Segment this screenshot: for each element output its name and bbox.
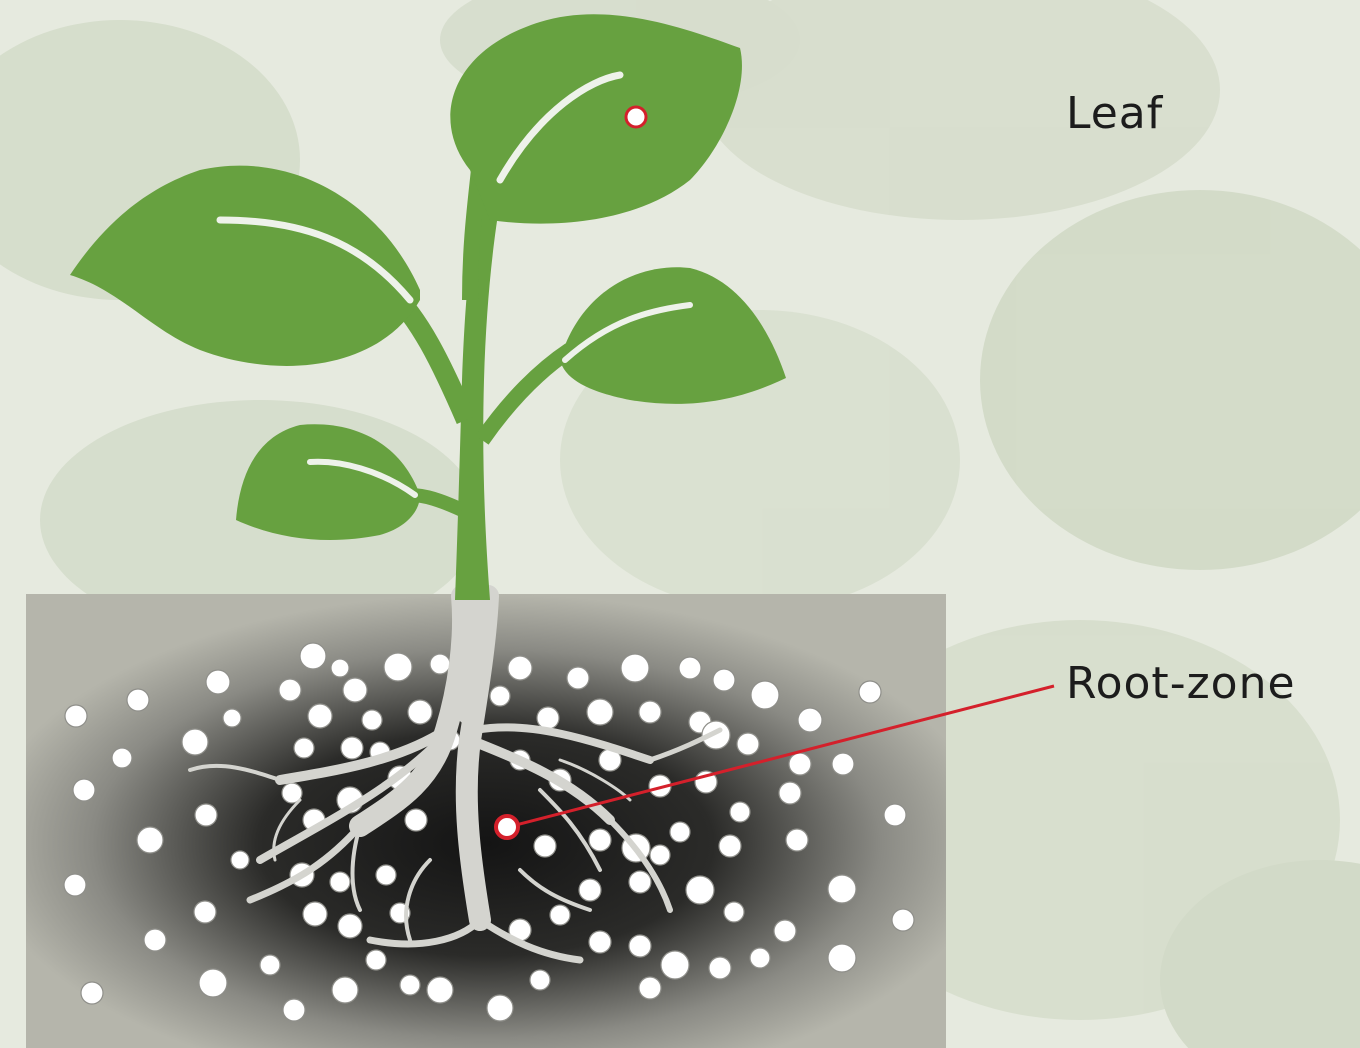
soil-pore bbox=[709, 957, 731, 979]
soil-pore bbox=[589, 931, 611, 953]
soil-pore bbox=[779, 782, 801, 804]
soil-pore bbox=[73, 779, 95, 801]
soil-pore bbox=[330, 872, 350, 892]
soil-pore bbox=[81, 982, 103, 1004]
soil-pore bbox=[283, 999, 305, 1021]
soil-pore bbox=[550, 905, 570, 925]
soil-pore bbox=[430, 654, 450, 674]
soil-pore bbox=[832, 753, 854, 775]
soil-pore bbox=[195, 804, 217, 826]
soil-pore bbox=[343, 678, 367, 702]
soil-pore bbox=[341, 737, 363, 759]
soil-pore bbox=[828, 944, 856, 972]
soil-pore bbox=[789, 753, 811, 775]
soil-pore bbox=[589, 829, 611, 851]
soil-pore bbox=[206, 670, 230, 694]
soil-pore bbox=[294, 738, 314, 758]
soil-pore bbox=[828, 875, 856, 903]
soil-pore bbox=[303, 902, 327, 926]
soil-pore bbox=[587, 699, 613, 725]
soil-pore bbox=[737, 733, 759, 755]
root-zone-label: Root-zone bbox=[1066, 662, 1296, 706]
soil-pore bbox=[508, 656, 532, 680]
soil-pore bbox=[621, 654, 649, 682]
soil-pore bbox=[650, 845, 670, 865]
soil-pore bbox=[144, 929, 166, 951]
soil-pore bbox=[774, 920, 796, 942]
soil-pore bbox=[260, 955, 280, 975]
soil-pore bbox=[376, 865, 396, 885]
soil-pore bbox=[366, 950, 386, 970]
soil-pore bbox=[194, 901, 216, 923]
soil-pore bbox=[530, 970, 550, 990]
soil-pore bbox=[579, 879, 601, 901]
soil-pore bbox=[639, 977, 661, 999]
soil-pore bbox=[405, 809, 427, 831]
soil-pore bbox=[112, 748, 132, 768]
soil-pore bbox=[884, 804, 906, 826]
soil-pore bbox=[798, 708, 822, 732]
soil-pore bbox=[730, 802, 750, 822]
soil-pore bbox=[300, 643, 326, 669]
soil-pore bbox=[719, 835, 741, 857]
soil-pore bbox=[231, 851, 249, 869]
soil-pore bbox=[64, 874, 86, 896]
soil-pore bbox=[751, 681, 779, 709]
soil-pore bbox=[490, 686, 510, 706]
soil-pore bbox=[639, 701, 661, 723]
soil-pore bbox=[332, 977, 358, 1003]
soil-pore bbox=[338, 914, 362, 938]
soil-pore bbox=[487, 995, 513, 1021]
soil-pore bbox=[859, 681, 881, 703]
soil-pore bbox=[534, 835, 556, 857]
leaf-label: Leaf bbox=[1066, 92, 1163, 136]
soil-pore bbox=[537, 707, 559, 729]
soil-pore bbox=[661, 951, 689, 979]
soil-pore bbox=[686, 876, 714, 904]
soil-pore bbox=[408, 700, 432, 724]
soil-pore bbox=[331, 659, 349, 677]
soil-pore bbox=[279, 679, 301, 701]
leaf-marker-icon bbox=[626, 107, 646, 127]
soil-pore bbox=[400, 975, 420, 995]
soil-pore bbox=[713, 669, 735, 691]
soil-pore bbox=[65, 705, 87, 727]
soil-pore bbox=[629, 935, 651, 957]
soil-pore bbox=[679, 657, 701, 679]
soil-pore bbox=[223, 709, 241, 727]
soil-pore bbox=[127, 689, 149, 711]
soil-pore bbox=[670, 822, 690, 842]
soil-pore bbox=[362, 710, 382, 730]
soil-pore bbox=[384, 653, 412, 681]
soil-pore bbox=[199, 969, 227, 997]
soil-pore bbox=[724, 902, 744, 922]
soil-pore bbox=[786, 829, 808, 851]
soil-pore bbox=[182, 729, 208, 755]
root-zone-marker-icon bbox=[496, 816, 518, 838]
soil-pore bbox=[427, 977, 453, 1003]
soil-pore bbox=[750, 948, 770, 968]
soil-pore bbox=[567, 667, 589, 689]
soil-pore bbox=[629, 871, 651, 893]
soil-pore bbox=[308, 704, 332, 728]
soil-pore bbox=[892, 909, 914, 931]
soil-pore bbox=[137, 827, 163, 853]
